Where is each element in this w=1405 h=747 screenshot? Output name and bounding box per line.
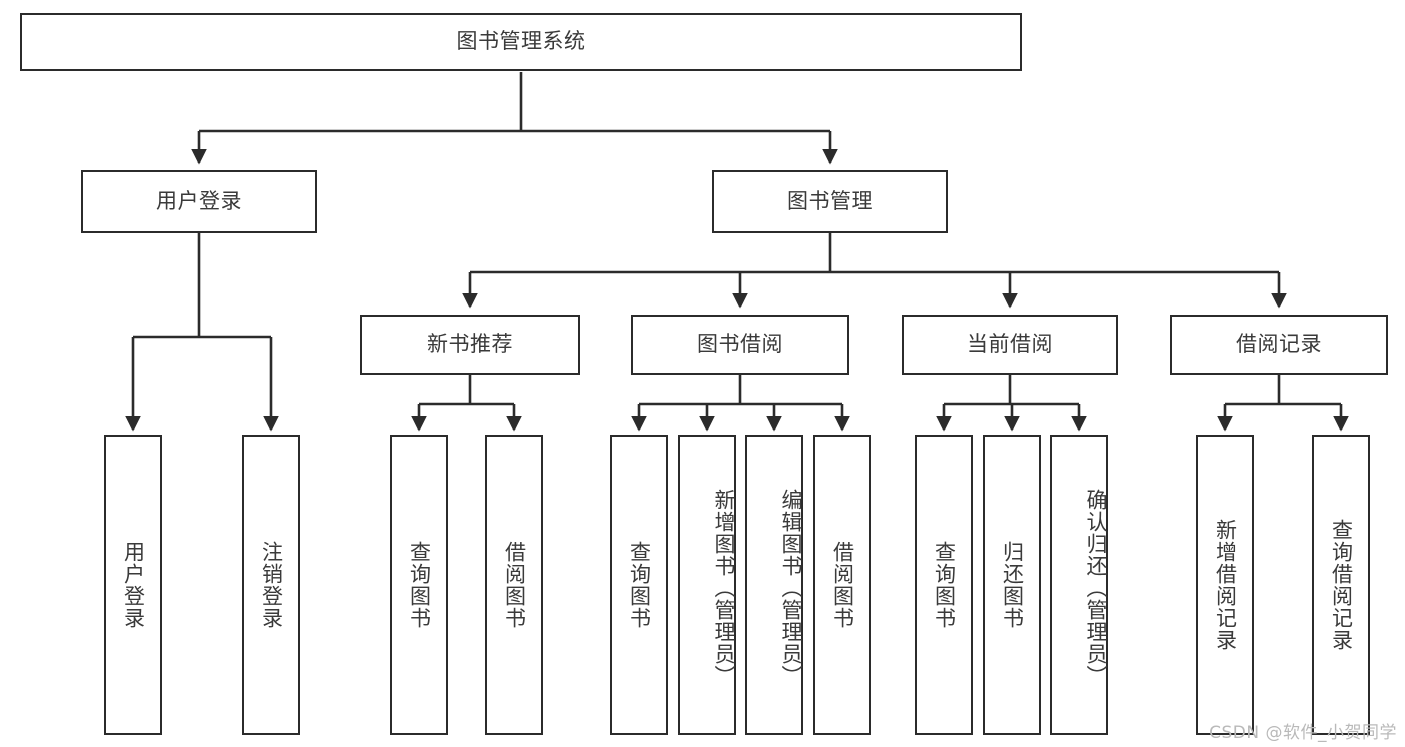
leaf-borrow-query-book[interactable]: 查询图书 [610,435,668,735]
leaf-current-return-book[interactable]: 归还图书 [983,435,1041,735]
leaf-recommend-query-book[interactable]: 查询图书 [390,435,448,735]
node-borrow-record[interactable]: 借阅记录 [1170,315,1388,375]
node-book-borrow[interactable]: 图书借阅 [631,315,849,375]
node-new-book-recommend[interactable]: 新书推荐 [360,315,580,375]
node-book-management[interactable]: 图书管理 [712,170,948,233]
leaf-user-login[interactable]: 用户登录 [104,435,162,735]
leaf-borrow-borrow-book[interactable]: 借阅图书 [813,435,871,735]
leaf-current-confirm-return-admin[interactable]: 确认归还（管理员） [1050,435,1108,735]
leaf-record-add-borrow-record[interactable]: 新增借阅记录 [1196,435,1254,735]
node-current-borrow[interactable]: 当前借阅 [902,315,1118,375]
node-root-system[interactable]: 图书管理系统 [20,13,1022,71]
leaf-borrow-add-book-admin[interactable]: 新增图书（管理员） [678,435,736,735]
csdn-watermark: CSDN @软件_小贺同学 [1209,723,1397,743]
leaf-current-query-book[interactable]: 查询图书 [915,435,973,735]
leaf-record-query-borrow-record[interactable]: 查询借阅记录 [1312,435,1370,735]
leaf-user-logout[interactable]: 注销登录 [242,435,300,735]
node-user-login[interactable]: 用户登录 [81,170,317,233]
leaf-borrow-edit-book-admin[interactable]: 编辑图书（管理员） [745,435,803,735]
leaf-recommend-borrow-book[interactable]: 借阅图书 [485,435,543,735]
